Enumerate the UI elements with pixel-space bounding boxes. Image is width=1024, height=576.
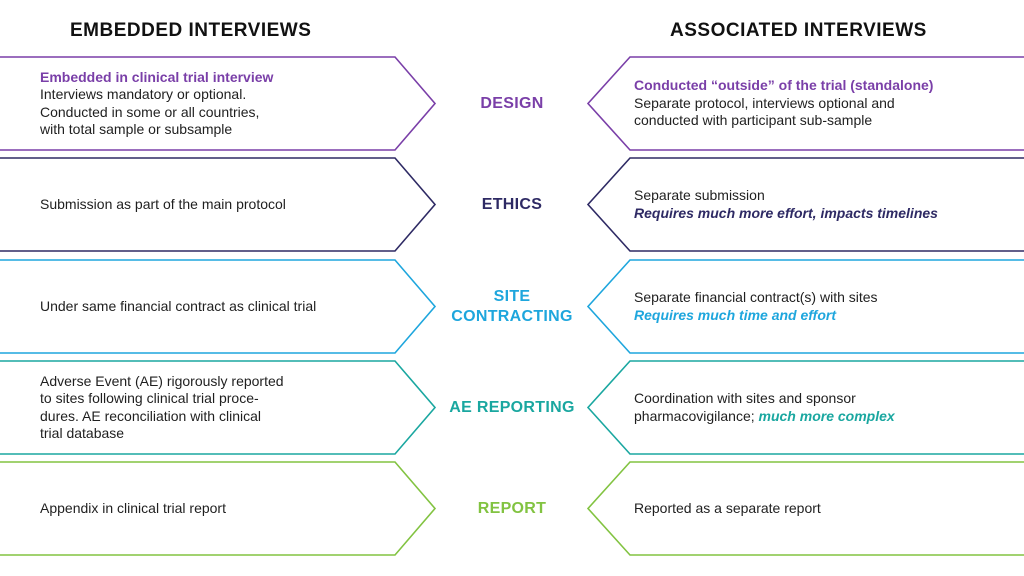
- associated-line: Reported as a separate report: [634, 499, 821, 516]
- embedded-line: Submission as part of the main protocol: [40, 195, 286, 212]
- left-arrow-design: [0, 56, 437, 151]
- left-arrow-ae_reporting: [0, 360, 437, 455]
- row-label-ae_reporting: AE REPORTING: [430, 361, 594, 454]
- right-arrow-design: [586, 56, 1024, 151]
- associated-line: Separate submission: [634, 187, 765, 203]
- associated-line: Separate financial contract(s) with site…: [634, 289, 878, 305]
- embedded-line: to sites following clinical trial proce-: [40, 390, 259, 406]
- right-arrow-report: [586, 461, 1024, 556]
- row-label-line: REPORT: [477, 499, 547, 517]
- embedded-interviews-header: EMBEDDED INTERVIEWS: [70, 20, 312, 41]
- row-label-site_contracting: SITE CONTRACTING: [430, 260, 594, 353]
- row-label-line: DESIGN: [480, 94, 544, 112]
- associated-line: conducted with participant sub-sample: [634, 112, 873, 129]
- embedded-line: Adverse Event (AE) rigorously reported: [40, 372, 284, 389]
- embedded-line: Conducted in some or all countries,: [40, 103, 260, 120]
- associated-emphasis: Requires much more effort, impacts timel…: [634, 204, 938, 221]
- associated-line: Coordination with sites and sponsor: [634, 390, 856, 406]
- embedded-line: trial database: [40, 425, 125, 441]
- embedded-text-report: Appendix in clinical trial report: [40, 462, 340, 555]
- embedded-line: dures. AE reconciliation with clinical: [40, 407, 261, 424]
- associated-highlight: Conducted “outside” of the trial (standa…: [634, 77, 934, 94]
- associated-line-prefix: pharmacovigilance;: [634, 407, 759, 424]
- row-label-line: SITE: [493, 287, 531, 305]
- row-label-ethics: ETHICS: [430, 158, 594, 251]
- row-label-report: REPORT: [430, 462, 594, 555]
- embedded-text-site_contracting: Under same financial contract as clinica…: [40, 260, 340, 353]
- associated-emphasis: much more complex: [758, 407, 895, 424]
- embedded-text-ethics: Submission as part of the main protocol: [40, 158, 340, 251]
- left-arrow-report: [0, 461, 437, 556]
- left-arrow-site_contracting: [0, 259, 437, 354]
- embedded-line: Appendix in clinical trial report: [40, 499, 226, 516]
- associated-mixed-line: pharmacovigilance; much more complex: [634, 408, 1014, 426]
- row-label-line: CONTRACTING: [451, 307, 573, 325]
- associated-text-site_contracting: Separate financial contract(s) with site…: [634, 260, 1014, 353]
- row-label-line: AE REPORTING: [449, 398, 575, 416]
- associated-emphasis: Requires much time and effort: [634, 306, 837, 323]
- row-label-design: DESIGN: [430, 57, 594, 150]
- row-label-line: ETHICS: [481, 195, 543, 213]
- embedded-line: Interviews mandatory or optional.: [40, 86, 247, 102]
- associated-text-report: Reported as a separate report: [634, 462, 1014, 555]
- embedded-line: with total sample or subsample: [40, 121, 233, 137]
- right-arrow-ae_reporting: [586, 360, 1024, 455]
- left-arrow-ethics: [0, 157, 437, 252]
- embedded-highlight: Embedded in clinical trial interview: [40, 68, 274, 85]
- associated-text-design: Conducted “outside” of the trial (standa…: [634, 57, 1014, 150]
- embedded-line: Under same financial contract as clinica…: [40, 297, 317, 314]
- right-arrow-ethics: [586, 157, 1024, 252]
- associated-line: Separate protocol, interviews optional a…: [634, 94, 895, 111]
- associated-interviews-header: ASSOCIATED INTERVIEWS: [670, 20, 927, 41]
- right-arrow-site_contracting: [586, 259, 1024, 354]
